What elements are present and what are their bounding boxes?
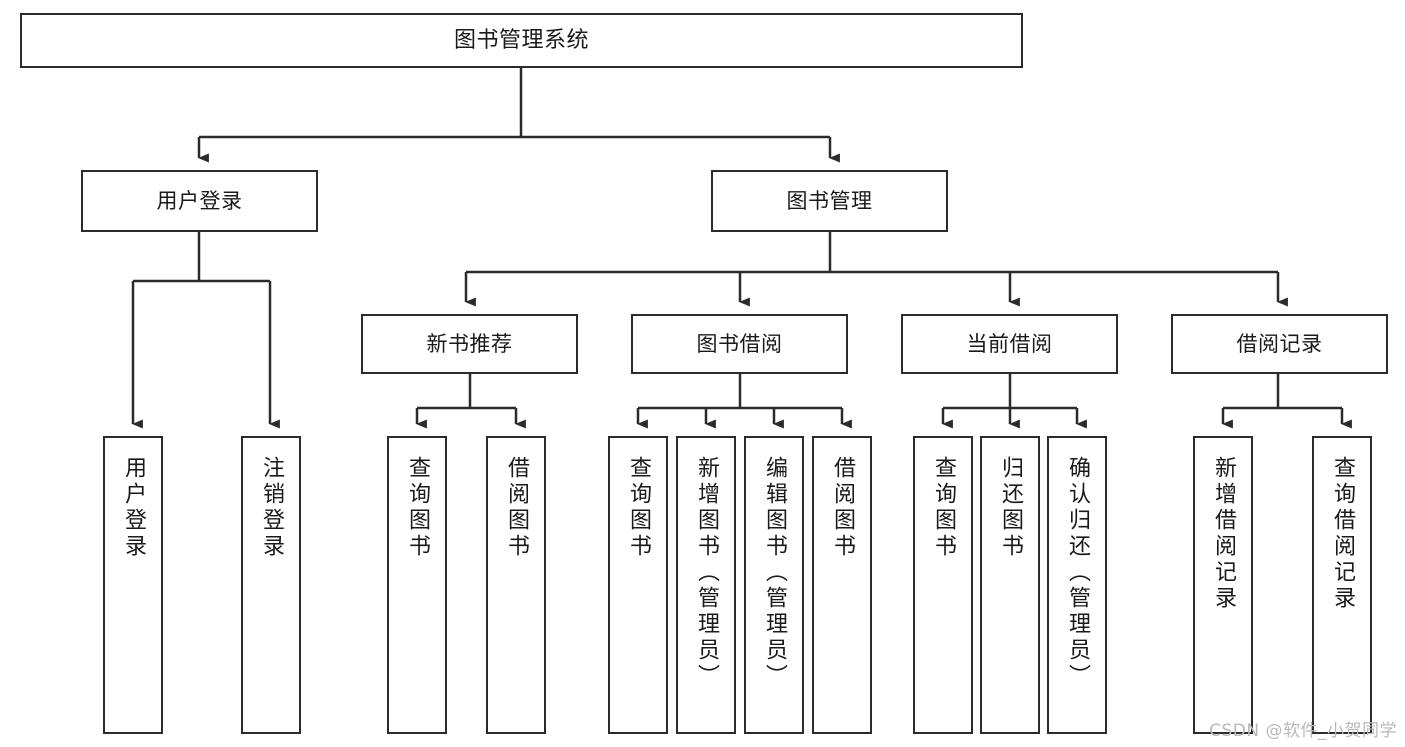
node-book-borrow-label: 图书借阅: [696, 331, 783, 356]
node-leaf-borrow-book-1-label: 借阅图书: [504, 456, 529, 560]
node-leaf-borrow-book-1[interactable]: 借阅图书: [486, 436, 546, 734]
node-leaf-query-book-2-label: 查询图书: [626, 456, 651, 560]
node-leaf-borrow-book-2[interactable]: 借阅图书: [812, 436, 872, 734]
node-book-manage[interactable]: 图书管理: [711, 170, 948, 232]
node-book-manage-label: 图书管理: [786, 188, 873, 213]
node-root[interactable]: 图书管理系统: [20, 13, 1023, 68]
node-new-book-recommend-label: 新书推荐: [426, 331, 513, 356]
node-user-login-label: 用户登录: [156, 188, 243, 213]
node-leaf-query-book-1[interactable]: 查询图书: [387, 436, 447, 734]
node-leaf-query-book-3-label: 查询图书: [931, 456, 956, 560]
node-leaf-return-book-label: 归还图书: [998, 456, 1023, 560]
node-root-label: 图书管理系统: [453, 27, 589, 53]
node-leaf-add-book[interactable]: 新增图书（管理员）: [676, 436, 736, 734]
node-leaf-query-book-2[interactable]: 查询图书: [608, 436, 668, 734]
node-current-borrow-label: 当前借阅: [966, 331, 1053, 356]
node-leaf-add-record-label: 新增借阅记录: [1211, 456, 1236, 612]
node-leaf-edit-book[interactable]: 编辑图书（管理员）: [744, 436, 804, 734]
node-leaf-logout-login-label: 注销登录: [259, 456, 284, 560]
node-leaf-query-record[interactable]: 查询借阅记录: [1312, 436, 1372, 734]
node-new-book-recommend[interactable]: 新书推荐: [361, 314, 578, 374]
node-book-borrow[interactable]: 图书借阅: [631, 314, 848, 374]
node-borrow-record-label: 借阅记录: [1236, 331, 1323, 356]
node-leaf-logout-login[interactable]: 注销登录: [241, 436, 301, 734]
node-leaf-query-book-3[interactable]: 查询图书: [913, 436, 973, 734]
node-leaf-user-login-label: 用户登录: [121, 456, 146, 560]
node-leaf-add-book-label: 新增图书（管理员）: [694, 456, 719, 690]
node-current-borrow[interactable]: 当前借阅: [901, 314, 1118, 374]
node-borrow-record[interactable]: 借阅记录: [1171, 314, 1388, 374]
node-leaf-query-book-1-label: 查询图书: [405, 456, 430, 560]
node-leaf-return-book[interactable]: 归还图书: [980, 436, 1040, 734]
node-leaf-confirm-return[interactable]: 确认归还（管理员）: [1047, 436, 1107, 734]
node-leaf-user-login[interactable]: 用户登录: [103, 436, 163, 734]
node-leaf-confirm-return-label: 确认归还（管理员）: [1065, 456, 1090, 690]
node-leaf-query-record-label: 查询借阅记录: [1330, 456, 1355, 612]
node-leaf-add-record[interactable]: 新增借阅记录: [1193, 436, 1253, 734]
node-leaf-edit-book-label: 编辑图书（管理员）: [762, 456, 787, 690]
node-user-login[interactable]: 用户登录: [81, 170, 318, 232]
node-leaf-borrow-book-2-label: 借阅图书: [830, 456, 855, 560]
watermark: CSDN @软件_小贺同学: [1209, 721, 1397, 741]
